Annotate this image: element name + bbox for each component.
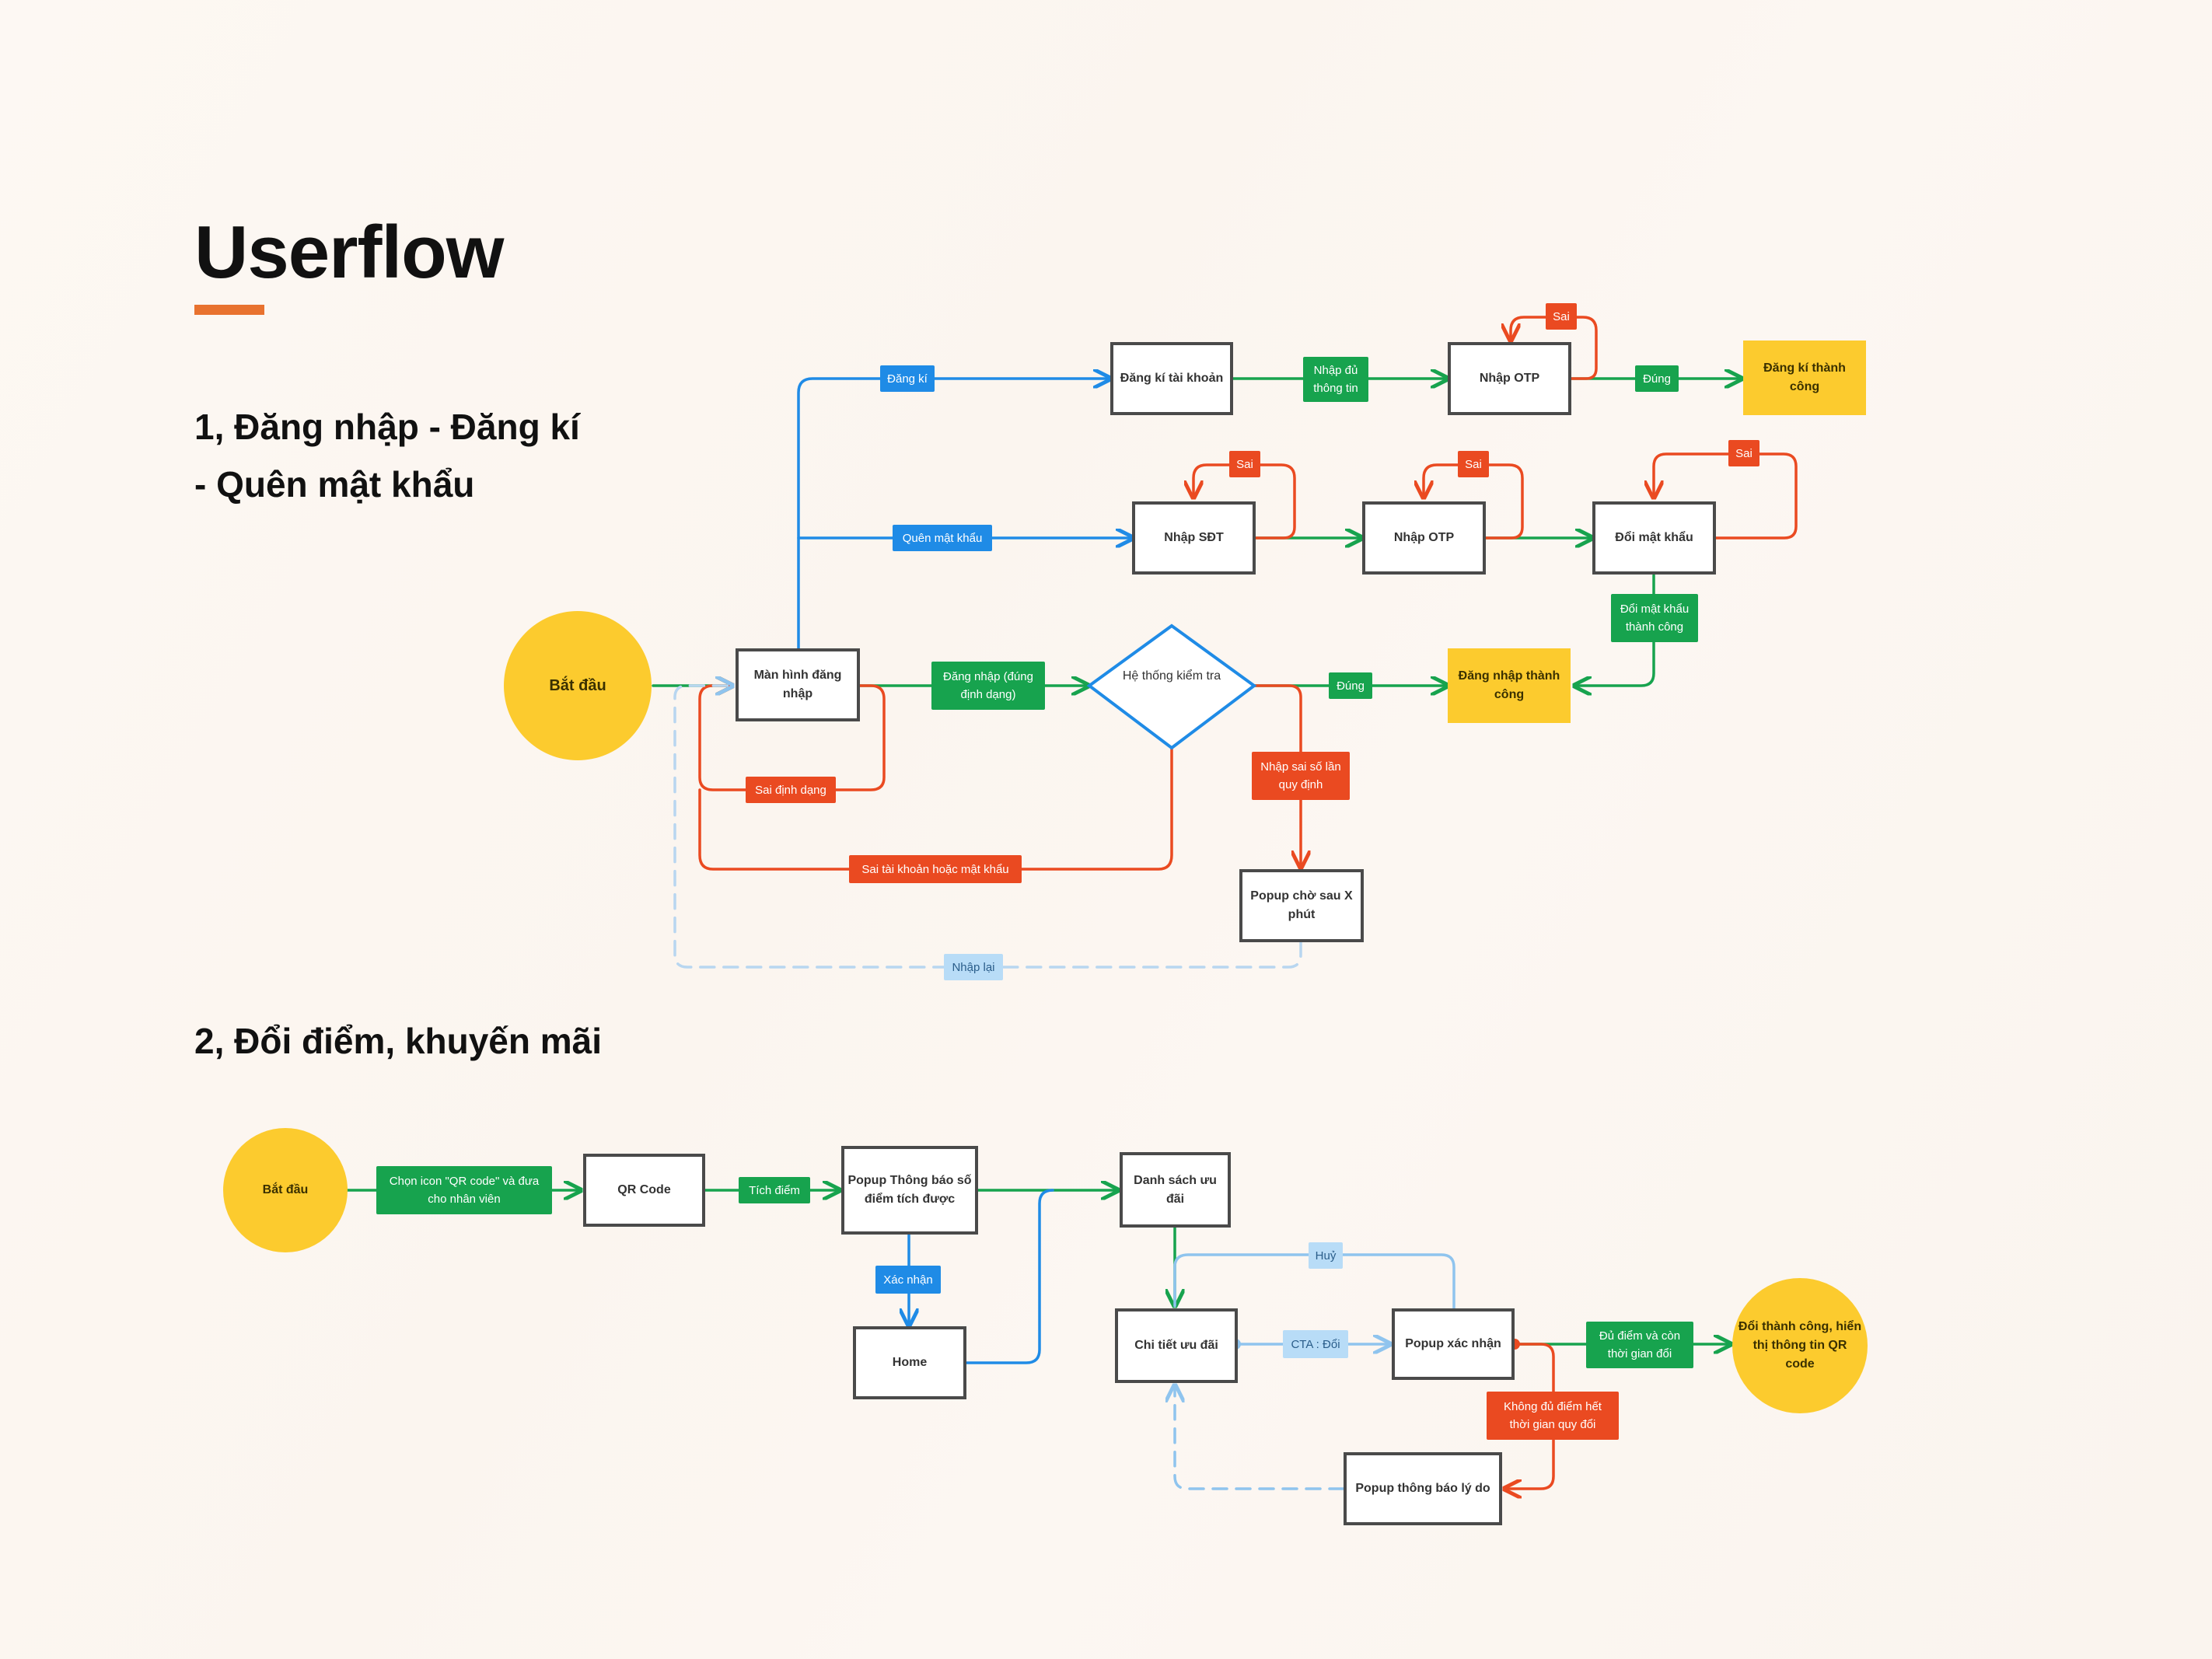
flow2-start-node: Bắt đầu xyxy=(223,1128,348,1252)
edge-phone-loop xyxy=(1193,463,1296,540)
edge-retry xyxy=(673,686,1302,969)
popup-reason-node: Popup thông báo lý do xyxy=(1344,1452,1502,1525)
edge-otp2-loop xyxy=(1424,463,1524,540)
label-correct-check: Đúng xyxy=(1329,672,1372,699)
label-login-valid-format: Đăng nhập (đúng định dạng) xyxy=(931,662,1045,710)
register-success-node: Đăng kí thành công xyxy=(1743,341,1866,415)
edge-change-loginsuccess xyxy=(1574,574,1655,686)
popup-wait-node: Popup chờ sau X phút xyxy=(1239,869,1364,942)
label-enough-points: Đủ điểm và còn thời gian đổi xyxy=(1586,1322,1693,1368)
label-confirm: Xác nhận xyxy=(875,1266,941,1294)
label-earn-points: Tích điểm xyxy=(739,1177,810,1203)
edge2-home-list xyxy=(964,1189,1054,1364)
label-wrong-otp2: Sai xyxy=(1458,451,1489,477)
label-cancel: Huỷ xyxy=(1309,1242,1343,1269)
label-choose-qr: Chọn icon "QR code" và đưa cho nhân viên xyxy=(376,1166,552,1214)
edge-change-loop xyxy=(1654,452,1798,540)
exchange-success-node: Đổi thành công, hiển thị thông tin QR co… xyxy=(1732,1278,1868,1413)
label-forgot-password: Quên mật khẩu xyxy=(893,525,992,551)
otp-forgot-node: Nhập OTP xyxy=(1362,501,1486,575)
popup-confirm-node: Popup xác nhận xyxy=(1392,1308,1515,1380)
edge-wrong-credentials xyxy=(698,746,1173,871)
enter-phone-node: Nhập SĐT xyxy=(1132,501,1256,575)
section1-heading-line1: 1, Đăng nhập - Đăng kí xyxy=(194,407,580,447)
label-wrong-too-many: Nhập sai số lần quy định xyxy=(1252,752,1350,800)
label-cta-exchange: CTA : Đổi xyxy=(1283,1330,1348,1358)
offer-list-node: Danh sách ưu đãi xyxy=(1120,1152,1231,1228)
login-screen-node: Màn hình đăng nhập xyxy=(736,648,860,721)
label-wrong-format: Sai định dạng xyxy=(746,777,836,803)
offer-detail-node: Chi tiết ưu đãi xyxy=(1115,1308,1238,1383)
check-system-diamond xyxy=(1086,623,1257,750)
label-wrong-phone: Sai xyxy=(1229,451,1260,477)
label-correct-otp: Đúng xyxy=(1635,365,1679,392)
flow1-start-node: Bắt đầu xyxy=(504,611,652,760)
title-underline xyxy=(194,305,264,315)
otp-register-node: Nhập OTP xyxy=(1448,342,1571,415)
login-success-node: Đăng nhập thành công xyxy=(1448,648,1571,723)
home-node: Home xyxy=(853,1326,966,1399)
label-retry: Nhập lại xyxy=(944,954,1003,980)
label-wrong-otp: Sai xyxy=(1546,303,1577,330)
label-wrong-credentials: Sai tài khoản hoặc mật khẩu xyxy=(849,855,1022,883)
label-change-pw-success: Đổi mật khẩu thành công xyxy=(1611,594,1698,642)
edge-otp-loop xyxy=(1511,316,1598,380)
edge-check-wait xyxy=(1253,684,1301,868)
label-wrong-password: Sai xyxy=(1728,440,1759,466)
edge2-reason-detail xyxy=(1175,1385,1345,1490)
section1-heading-line2: - Quên mật khẩu xyxy=(194,464,475,505)
edge-login-register xyxy=(797,379,1110,650)
change-password-node: Đổi mật khẩu xyxy=(1592,501,1716,575)
label-not-enough: Không đủ điểm hết thời gian quy đổi xyxy=(1487,1392,1619,1440)
label-register: Đăng kí xyxy=(880,365,935,392)
section2-heading: 2, Đổi điểm, khuyến mãi xyxy=(194,1021,603,1061)
register-account-node: Đăng kí tài khoản xyxy=(1110,342,1233,415)
page-title: Userflow xyxy=(194,211,504,294)
qr-code-node: QR Code xyxy=(583,1154,705,1227)
popup-points-node: Popup Thông báo số điểm tích được xyxy=(841,1146,978,1235)
label-enter-full-info: Nhập đủ thông tin xyxy=(1303,357,1368,402)
check-system-label: Hệ thống kiểm tra xyxy=(1122,669,1221,683)
